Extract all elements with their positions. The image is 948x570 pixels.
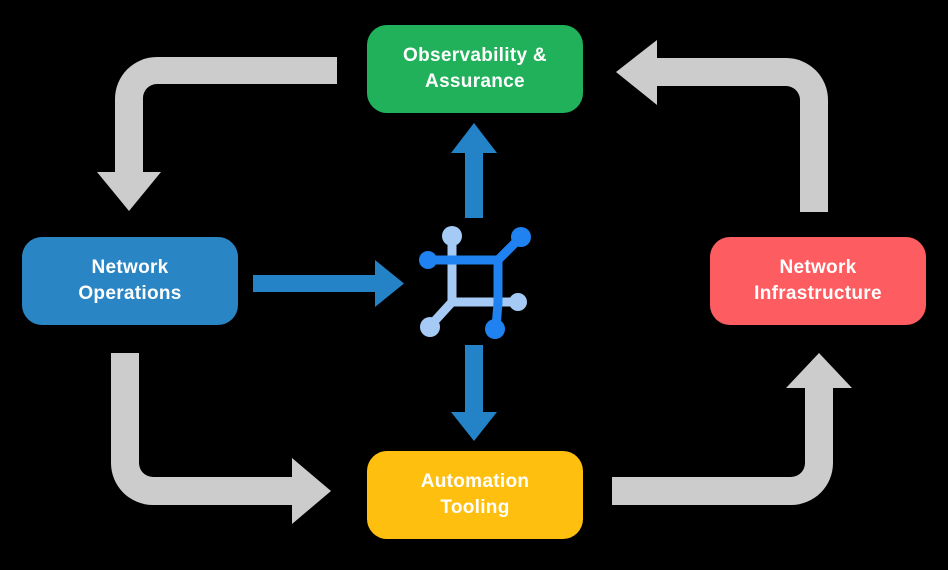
node-label: Automation Tooling [420,470,530,518]
flow-arrow-center-to-observability [451,123,497,218]
node-network-infrastructure: Network Infrastructure [710,237,926,325]
node-label: Observability & Assurance [403,44,547,92]
node-observability-assurance: Observability & Assurance [367,25,583,113]
cycle-arrow-infrastructure-to-observability [616,40,828,212]
node-network-operations: Network Operations [22,237,238,325]
node-automation-tooling: Automation Tooling [367,451,583,539]
flow-arrow-operations-to-center [253,260,404,307]
flow-arrow-center-to-automation [451,345,497,441]
network-icon-primary-nodes [419,227,531,339]
network-automation-icon [419,226,531,339]
cycle-arrow-operations-to-automation [111,353,331,524]
network-icon-secondary-nodes [420,226,527,337]
cycle-arrow-observability-to-operations [97,57,337,211]
node-label: Network Operations [78,256,182,304]
node-label: Network Infrastructure [754,256,882,304]
cycle-arrow-automation-to-infrastructure [612,353,852,505]
